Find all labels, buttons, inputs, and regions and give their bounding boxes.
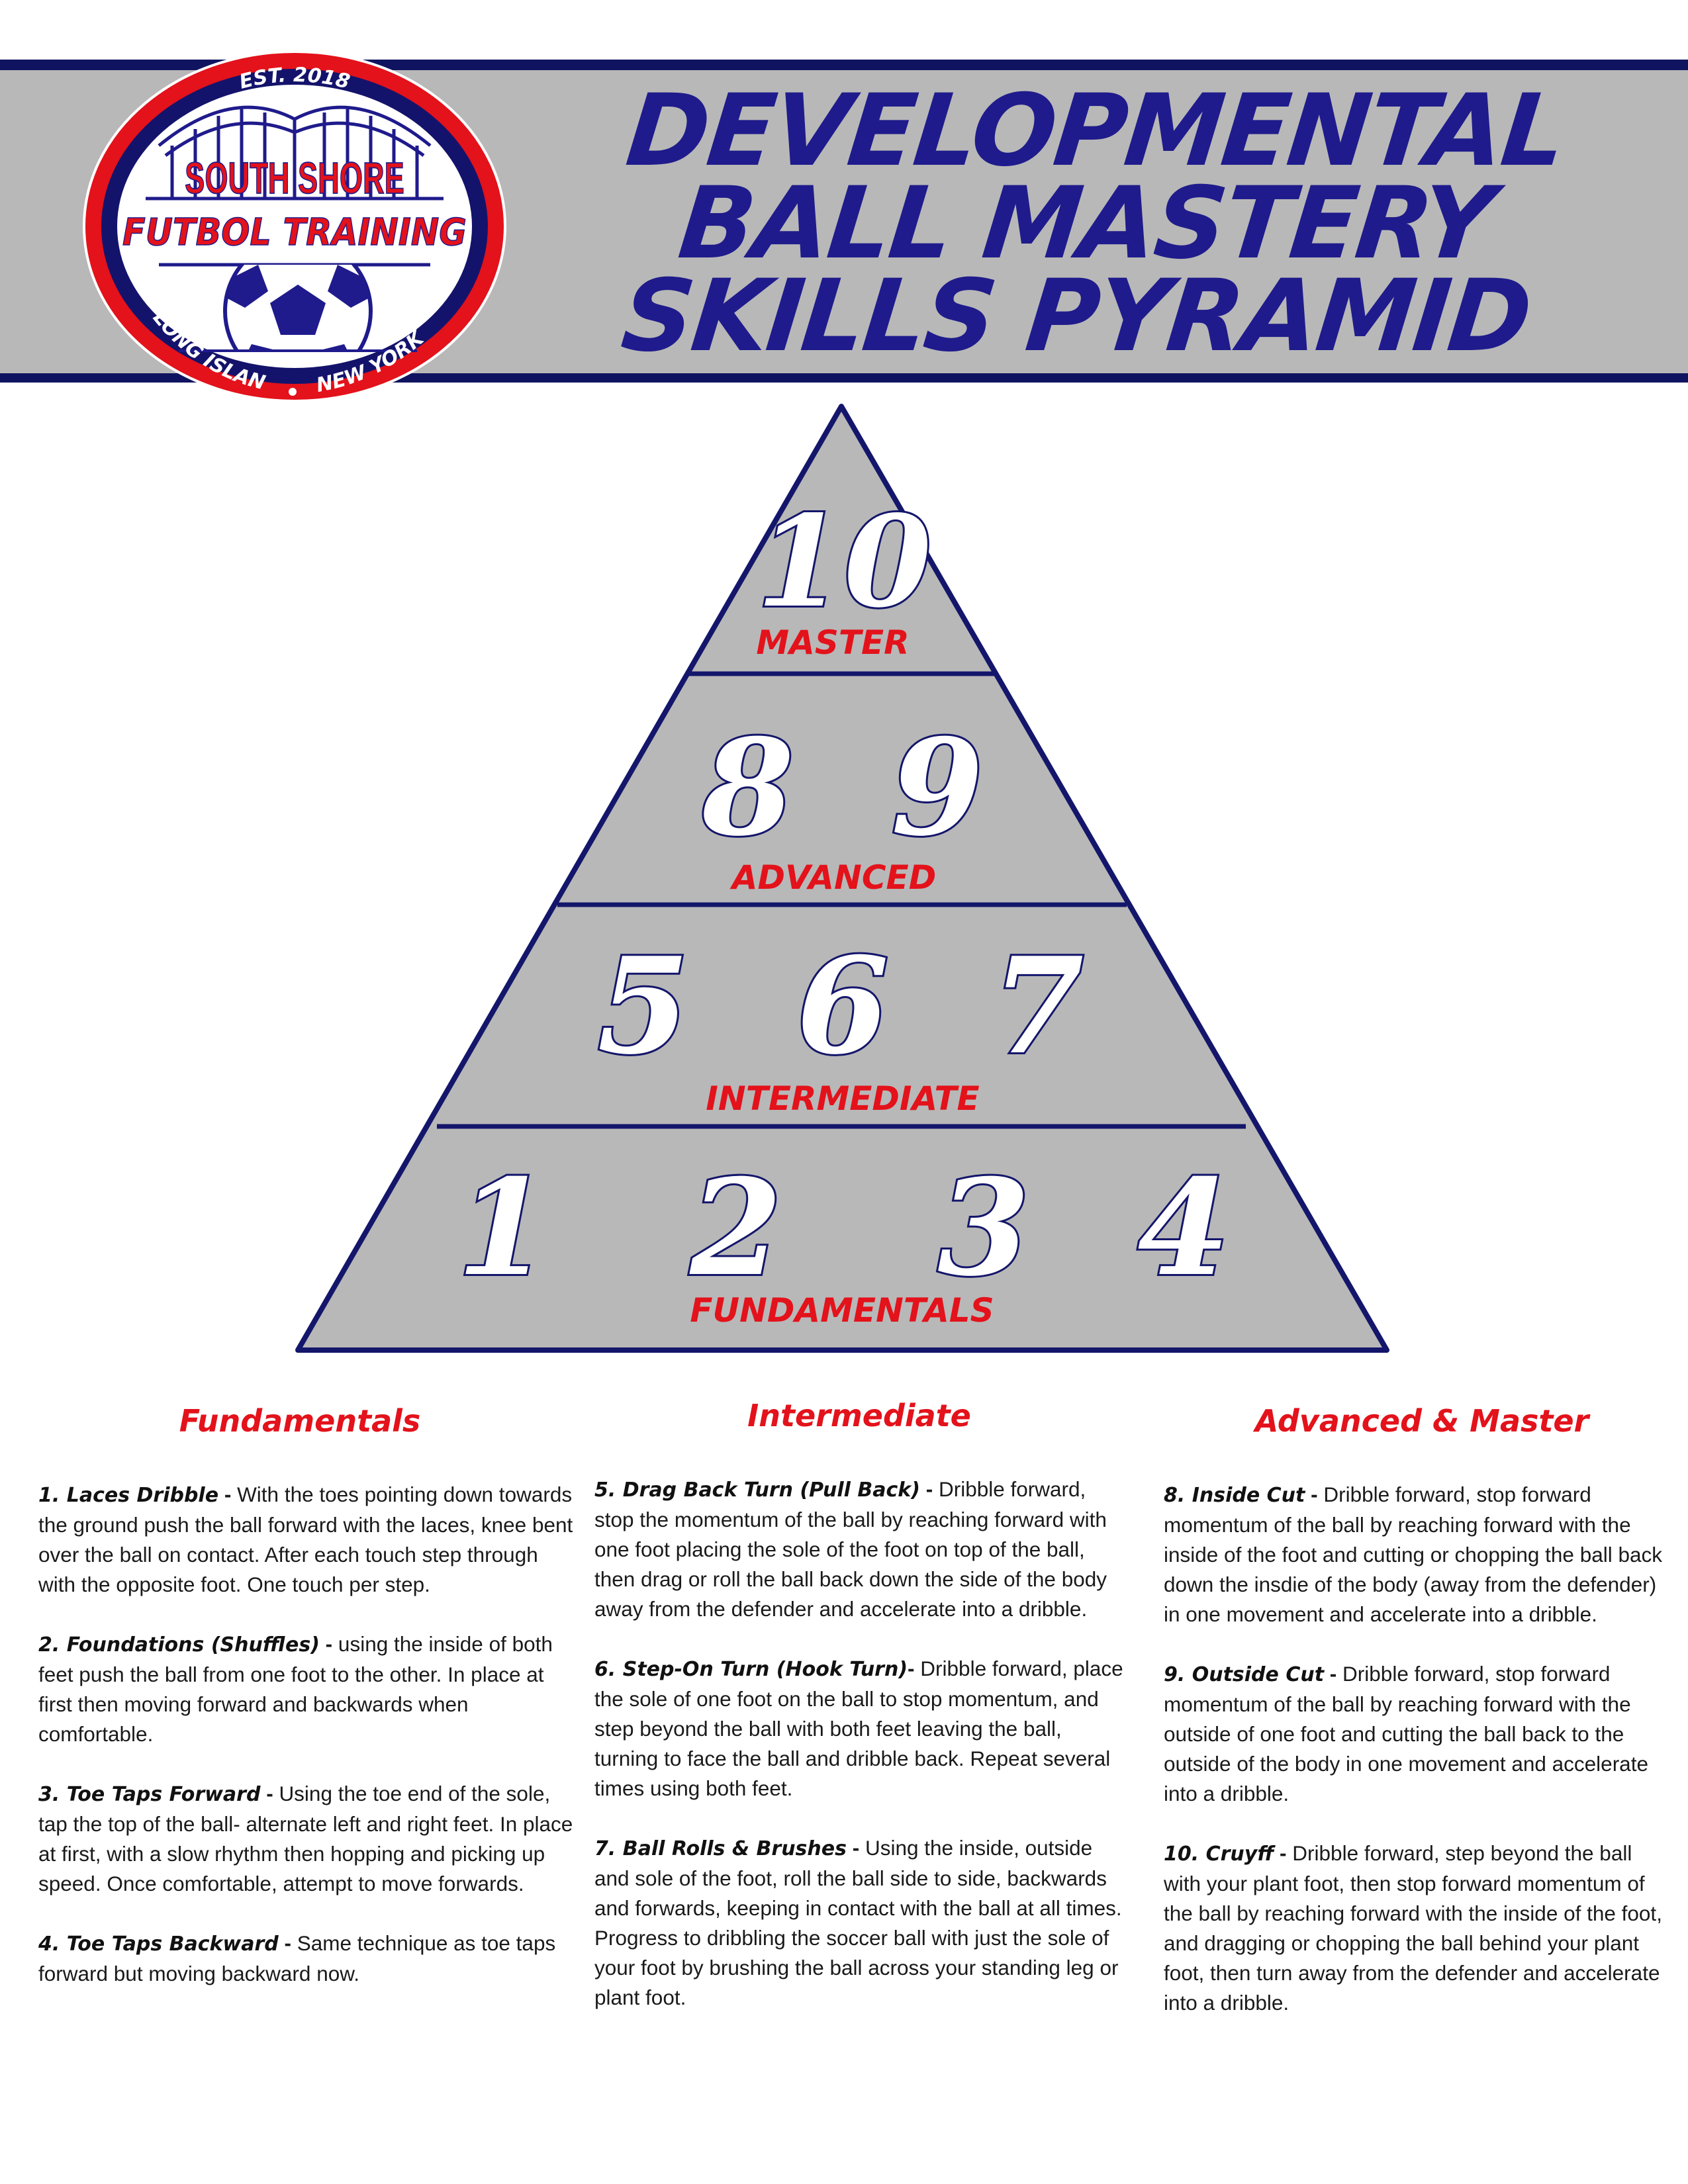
skill-description: using the inside of both feet push the b… [38,1632,553,1746]
skill-item-7: 7. Ball Rolls & Brushes - Using the insi… [594,1833,1124,2013]
logo: EST. 2018 SOUTH SHORE FUTBOL TRAINING LO… [79,46,506,402]
skill-name: 1. Laces Dribble [38,1484,219,1507]
skill-separator: - [319,1632,338,1656]
skill-description: Using the inside, outside and sole of th… [594,1836,1122,2009]
skill-item-9: 9. Outside Cut - Dribble forward, stop f… [1164,1659,1667,1809]
skill-description: Dribble forward, place the sole of one f… [594,1657,1123,1800]
tier-intermediate: 5 6 7 INTERMEDIATE [595,927,1086,1118]
column-fundamentals: Fundamentals 1. Laces Dribble - With the… [38,1403,575,2019]
skill-name: 6. Step-On Turn (Hook Turn) [594,1658,908,1681]
title-line-2: BALL MASTERY [673,166,1498,281]
skill-number-2: 2 [689,1150,782,1306]
tier-label-fundamentals: FUNDAMENTALS [690,1291,994,1330]
skill-number-8: 8 [701,710,794,866]
logo-bullet [289,388,297,396]
skill-description: Dribble forward, stop forward momentum o… [1164,1662,1648,1805]
column-advanced-master: Advanced & Master 8. Inside Cut - Dribbl… [1164,1403,1667,2048]
skill-item-1: 1. Laces Dribble - With the toes pointin… [38,1480,575,1600]
tier-fundamentals: 1 2 3 4 FUNDAMENTALS [455,1148,1231,1330]
skill-separator: - [1305,1482,1324,1506]
logo-line2: FUTBOL TRAINING [122,211,467,254]
column-heading: Advanced & Master [1254,1403,1589,1439]
skill-number-1: 1 [457,1150,549,1306]
bridge-icon [146,105,444,201]
skill-item-6: 6. Step-On Turn (Hook Turn)- Dribble for… [594,1654,1124,1803]
skill-number-3: 3 [937,1150,1029,1306]
tier-label-advanced: ADVANCED [729,858,936,897]
skill-item-5: 5. Drag Back Turn (Pull Back) - Dribble … [594,1475,1124,1624]
skill-description: Dribble forward, stop the momentum of th… [594,1477,1107,1621]
bottom-stripe [0,373,1688,383]
skill-item-4: 4. Toe Taps Backward - Same technique as… [38,1929,575,1989]
skill-separator: - [278,1931,297,1955]
pyramid-outline [295,404,1389,1353]
skill-separator: - [1274,1841,1293,1865]
skill-name: 3. Toe Taps Forward [38,1783,261,1806]
skill-number-6: 6 [796,929,888,1084]
skill-description: Dribble forward, stop forward momentum o… [1164,1482,1663,1626]
skill-name: 2. Foundations (Shuffles) [38,1633,320,1657]
title-line-1: DEVELOPMENTAL [621,73,1570,189]
skill-name: 9. Outside Cut [1164,1663,1325,1686]
tier-advanced: 8 9 ADVANCED [699,708,985,897]
top-stripe [0,60,1688,70]
skill-description: Same technique as toe taps forward but m… [38,1931,556,1985]
tier-label-intermediate: INTERMEDIATE [706,1079,979,1118]
page-title: DEVELOPMENTAL BALL MASTERY SKILLS PYRAMI… [581,73,1590,374]
skill-item-8: 8. Inside Cut - Dribble forward, stop fo… [1164,1480,1667,1629]
skill-number-10: 10 [757,488,931,635]
tier-master: 10 MASTER [755,486,933,662]
skill-number-7: 7 [992,929,1084,1084]
soccer-ball-icon [223,265,373,351]
logo-line1: SOUTH SHORE [185,154,404,203]
skill-name: 8. Inside Cut [1164,1484,1305,1507]
skill-description: With the toes pointing down towards the … [38,1482,573,1596]
skill-separator: - [846,1836,865,1860]
column-heading: Intermediate [747,1398,971,1433]
skill-separator: - [1324,1662,1343,1686]
skill-description: Using the toe end of the sole, tap the t… [38,1782,573,1895]
skill-separator: - [919,1477,939,1501]
tier-label-master: MASTER [756,623,909,662]
skill-item-2: 2. Foundations (Shuffles) - using the in… [38,1629,575,1749]
skill-separator: - [260,1782,279,1805]
title-line-3: SKILLS PYRAMID [616,259,1536,374]
skill-item-10: 10. Cruyff - Dribble forward, step beyon… [1164,1839,1667,2018]
skill-number-9: 9 [891,710,983,866]
column-intermediate: Intermediate 5. Drag Back Turn (Pull Bac… [594,1398,1124,2042]
skill-number-4: 4 [1137,1150,1229,1306]
skill-separator: - [218,1482,238,1506]
skill-number-5: 5 [597,929,689,1084]
column-heading: Fundamentals [179,1403,421,1439]
skill-separator: - [908,1657,921,1680]
skill-name: 4. Toe Taps Backward [38,1933,279,1956]
skill-name: 5. Drag Back Turn (Pull Back) [594,1479,920,1502]
skill-name: 7. Ball Rolls & Brushes [594,1837,847,1860]
skills-pyramid: 10 MASTER 8 9 ADVANCED 5 6 7 INTERMEDIAT… [295,404,1389,1353]
skill-description: Dribble forward, step beyond the ball wi… [1164,1841,1662,2015]
skill-item-3: 3. Toe Taps Forward - Using the toe end … [38,1779,575,1899]
skill-name: 10. Cruyff [1164,1843,1274,1866]
